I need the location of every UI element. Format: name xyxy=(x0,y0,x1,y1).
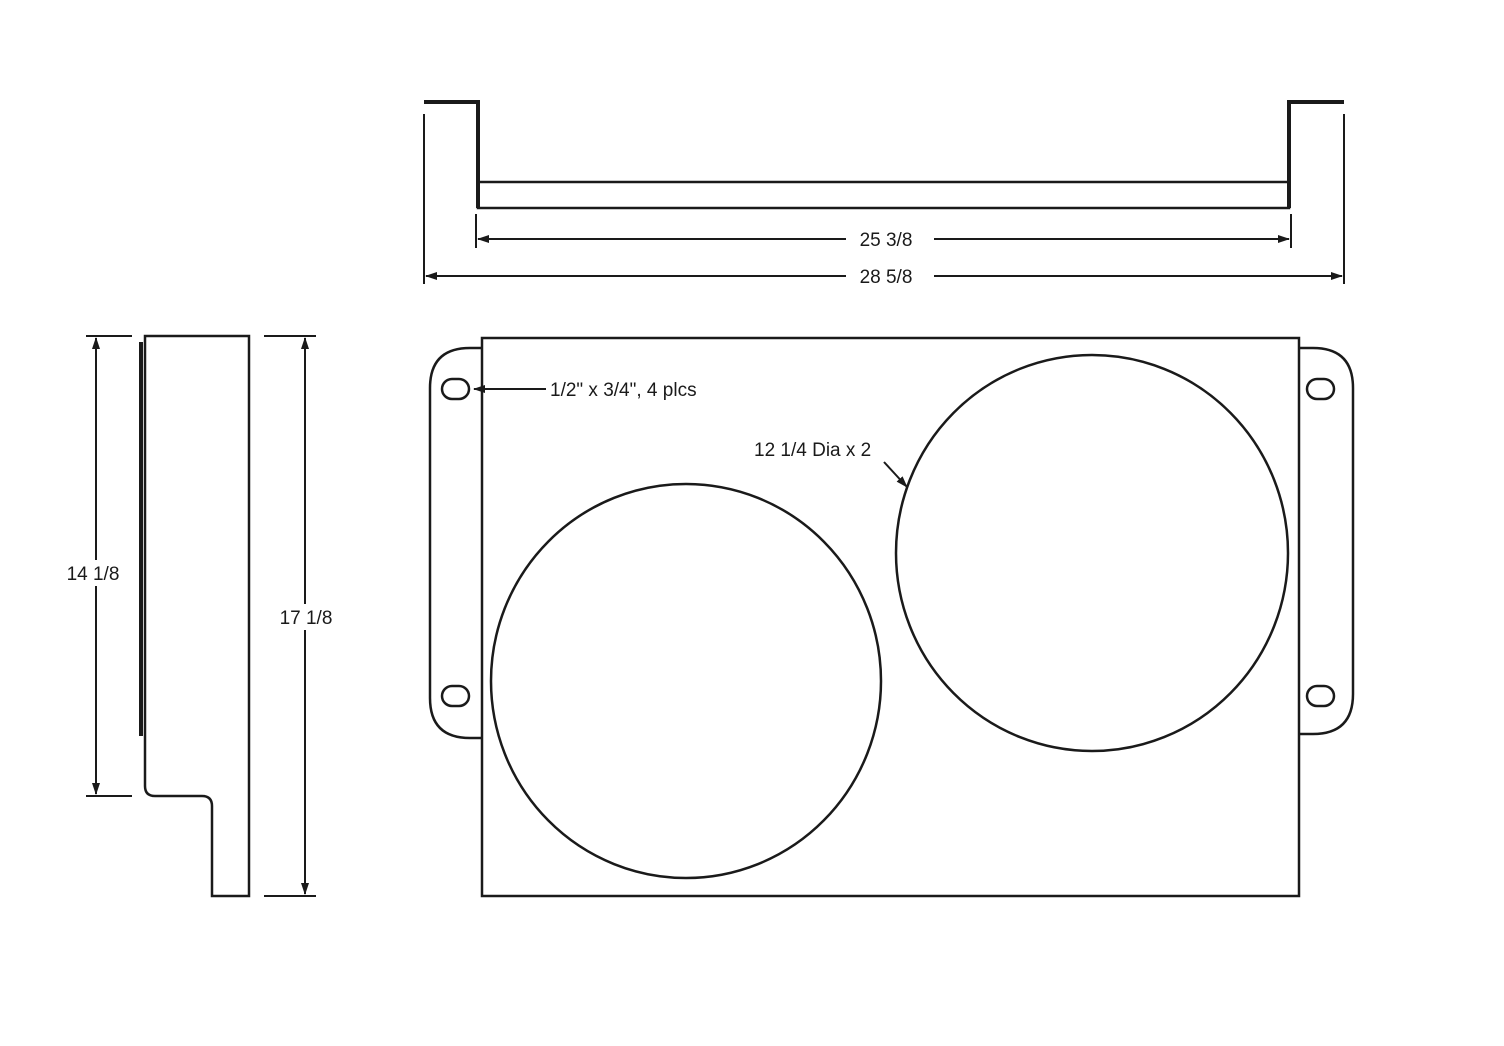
mounting-slot-bottom-right xyxy=(1305,684,1336,708)
top-view: 25 3/8 28 5/8 xyxy=(423,100,1345,288)
mounting-slot-bottom-left xyxy=(440,684,471,708)
side-view: 14 1/8 17 1/8 xyxy=(60,334,340,898)
top-view-body xyxy=(476,180,1291,210)
dimension-inner-width: 25 3/8 xyxy=(477,227,1290,251)
dimension-inner-height: 14 1/8 xyxy=(60,337,132,795)
dimension-outer-height: 17 1/8 xyxy=(272,337,340,895)
fan-hole-left xyxy=(489,482,883,880)
dimension-inner-width-label: 25 3/8 xyxy=(860,230,913,251)
mounting-slot-top-left xyxy=(440,377,471,401)
dimension-outer-width-label: 28 5/8 xyxy=(860,267,913,288)
callout-slot-label: 1/2" x 3/4", 4 plcs xyxy=(550,380,697,401)
left-mounting-tab xyxy=(428,346,482,740)
callout-holes: 12 1/4 Dia x 2 xyxy=(754,440,908,488)
callout-holes-label: 12 1/4 Dia x 2 xyxy=(754,440,871,461)
dimension-outer-height-label: 17 1/8 xyxy=(280,608,333,629)
dimension-inner-height-label: 14 1/8 xyxy=(67,564,120,585)
top-view-right-flange xyxy=(1287,100,1344,208)
top-view-left-flange xyxy=(424,100,480,208)
callout-slot: 1/2" x 3/4", 4 plcs xyxy=(473,380,697,401)
dimension-outer-width: 28 5/8 xyxy=(425,264,1343,288)
fan-hole-right xyxy=(894,353,1290,753)
right-mounting-tab xyxy=(1299,346,1355,736)
side-view-profile xyxy=(143,334,251,898)
front-view-plate xyxy=(480,336,1301,898)
mounting-slot-top-right xyxy=(1305,377,1336,401)
front-view: 1/2" x 3/4", 4 plcs 12 1/4 Dia x 2 xyxy=(428,336,1355,898)
